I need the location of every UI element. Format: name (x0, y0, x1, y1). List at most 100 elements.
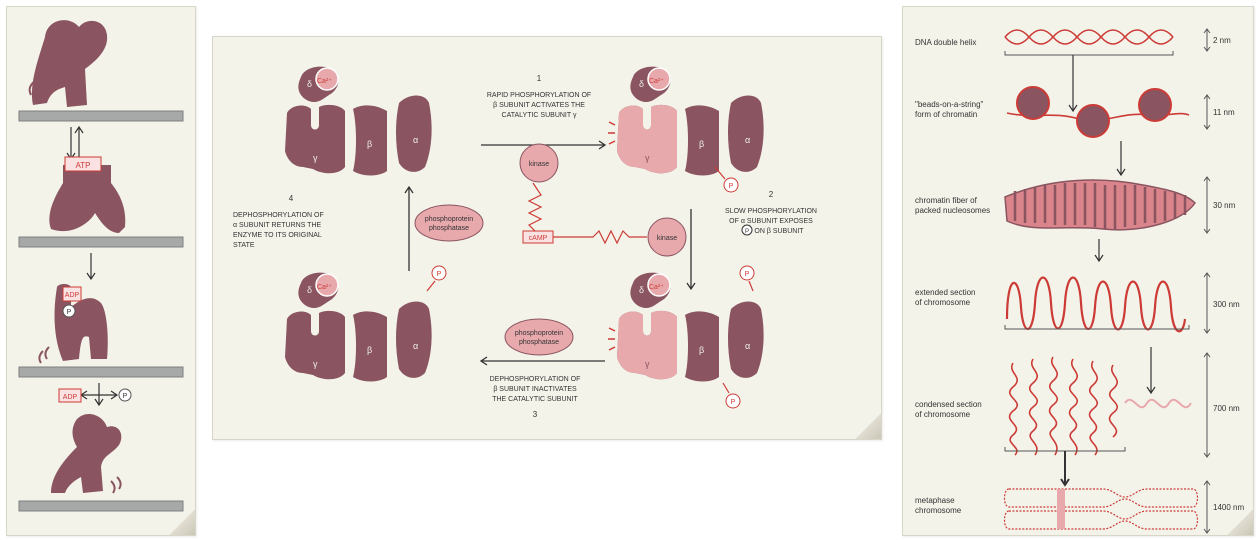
step-4-line-3: ENZYME TO ITS ORIGINAL (233, 232, 322, 239)
camp-zigzag-up (529, 183, 541, 231)
scale-label-1: 2 nm (1213, 36, 1231, 45)
metaphase-chromosome (1005, 489, 1198, 529)
adp-released-label: ADP (63, 394, 78, 401)
strain-mark-3 (39, 347, 49, 363)
camp-zigzag-right (553, 231, 647, 243)
beta-label-tr: β (699, 139, 704, 149)
calcium-label-bl: Ca²⁺ (317, 284, 332, 291)
step-1-number: 1 (537, 74, 542, 83)
step-3-line-1: DEPHOSPHORYLATION OF (490, 376, 581, 383)
level-2-label-1: "beads-on-a-string" (915, 100, 984, 109)
kinase-activation-panel: δ Ca²⁺ γ β α δ Ca²⁺ γ β α δ Ca²⁺ γ β α δ… (212, 36, 882, 440)
dna-helix-bracket (1005, 51, 1173, 55)
beta-label-tl: β (367, 139, 372, 149)
phosphate-beta-tr: P (715, 167, 738, 192)
phosphatase-left-label-1: phosphoprotein (425, 216, 473, 223)
nucleosome-bead-1 (1017, 87, 1049, 119)
arrow-step-3 (481, 357, 605, 365)
arrow-condensed-to-metaphase (1061, 451, 1069, 485)
level-3-label-2: packed nucleosomes (915, 206, 990, 215)
scale-bar-6 (1204, 481, 1210, 533)
phosphate-beta-br: P (723, 383, 740, 408)
adp-bound-label: ADP (65, 292, 80, 299)
kinase-right-label: kinase (657, 235, 677, 242)
motor-protein-4 (51, 414, 121, 493)
membrane-2 (19, 237, 183, 247)
phosphate-label-beta-br: P (731, 399, 736, 406)
motor-protein-1 (32, 20, 107, 107)
step-4-line-1: DEPHOSPHORYLATION OF (233, 212, 324, 219)
step-2-phosphate-label: P (745, 229, 749, 235)
step-2-line-3: ON β SUBUNIT (754, 228, 804, 235)
delta-label-tl: δ (307, 79, 312, 89)
step-3-line-2: β SUBUNIT INACTIVATES (493, 386, 577, 393)
arrow-step-2 (687, 209, 695, 289)
nucleosome-bead-3 (1139, 89, 1171, 121)
step-3-line-3: THE CATALYTIC SUBUNIT (492, 396, 578, 403)
scale-label-2: 11 nm (1213, 108, 1235, 117)
chromatin-fiber (1005, 180, 1195, 230)
scale-label-5: 700 nm (1213, 404, 1240, 413)
phosphatase-bottom-label-1: phosphoprotein (515, 330, 563, 337)
step-4-line-2: α SUBUNIT RETURNS THE (233, 222, 322, 229)
scale-bar-2 (1204, 95, 1210, 129)
delta-label-tr: δ (639, 79, 644, 89)
arrow-loops-to-condensed (1147, 347, 1155, 393)
arrow-beads-to-fiber (1117, 141, 1125, 175)
scale-label-4: 300 nm (1213, 300, 1240, 309)
equilibrium-arrows (67, 127, 83, 159)
step-2-line-1: SLOW PHOSPHORYLATION (725, 208, 817, 215)
level-3-label-1: chromatin fiber of (915, 196, 978, 205)
alpha-label-tl: α (413, 135, 418, 145)
step-1-line-3: CATALYTIC SUBUNIT γ (502, 112, 577, 119)
arrow-step-4 (405, 187, 413, 271)
step-2-line-2: OF α SUBUNIT EXPOSES (729, 218, 813, 225)
level-4-label-1: extended section (915, 288, 976, 297)
scale-bar-5 (1204, 353, 1210, 457)
beta-label-br: β (699, 345, 704, 355)
chromatin-packing-panel: DNA double helix "beads-on-a-string" for… (902, 6, 1254, 536)
chromatin-packing-diagram: DNA double helix "beads-on-a-string" for… (903, 7, 1253, 535)
camp-label: cAMP (529, 235, 548, 242)
alpha-label-br: α (745, 341, 750, 351)
motor-protein-2 (49, 165, 125, 233)
atp-label: ATP (76, 161, 91, 170)
step-2-number: 2 (769, 190, 774, 199)
step-4-number: 4 (289, 194, 294, 203)
step-4-line-4: STATE (233, 242, 255, 249)
dna-helix-strand-a (1005, 30, 1173, 44)
alpha-label-tr: α (745, 135, 750, 145)
dna-helix-strand-b (1005, 30, 1173, 44)
gamma-label-tl: γ (313, 153, 318, 163)
level-4-label-2: of chromosome (915, 298, 971, 307)
phosphate-alpha-bl: P (427, 266, 446, 291)
phosphate-alpha-br: P (740, 266, 754, 291)
membrane-1 (19, 111, 183, 121)
motor-cycle-diagram: ATP ADP P ADP P (7, 7, 195, 535)
gamma-label-br: γ (645, 359, 650, 369)
delta-label-br: δ (639, 285, 644, 295)
phosphatase-bottom-label-2: phosphatase (519, 339, 559, 346)
strain-mark-4 (111, 477, 121, 493)
scale-label-3: 30 nm (1213, 201, 1236, 210)
loops-bracket (1005, 325, 1189, 329)
membrane-3 (19, 367, 183, 377)
membrane-4 (19, 501, 183, 511)
centromere-mark (1057, 489, 1065, 529)
level-1-label: DNA double helix (915, 38, 976, 47)
enzyme-state-bottom-right (608, 273, 764, 382)
kinase-upper-label: kinase (529, 161, 549, 168)
step-1-line-1: RAPID PHOSPHORYLATION OF (487, 92, 591, 99)
gamma-label-bl: γ (313, 359, 318, 369)
phosphate-label-alpha-bl: P (437, 271, 442, 278)
nucleosome-bead-2 (1077, 105, 1109, 137)
release-arrows (81, 383, 117, 405)
phosphate-bound-label: P (67, 309, 72, 316)
scale-bar-3 (1204, 177, 1210, 233)
chromatin-loops (1007, 278, 1185, 332)
level-5-label-1: condensed section (915, 400, 982, 409)
scale-label-6: 1400 nm (1213, 503, 1244, 512)
calcium-label-tl: Ca²⁺ (317, 78, 332, 85)
kinase-activation-diagram: δ Ca²⁺ γ β α δ Ca²⁺ γ β α δ Ca²⁺ γ β α δ… (213, 37, 881, 439)
condensed-bracket (1005, 447, 1125, 451)
